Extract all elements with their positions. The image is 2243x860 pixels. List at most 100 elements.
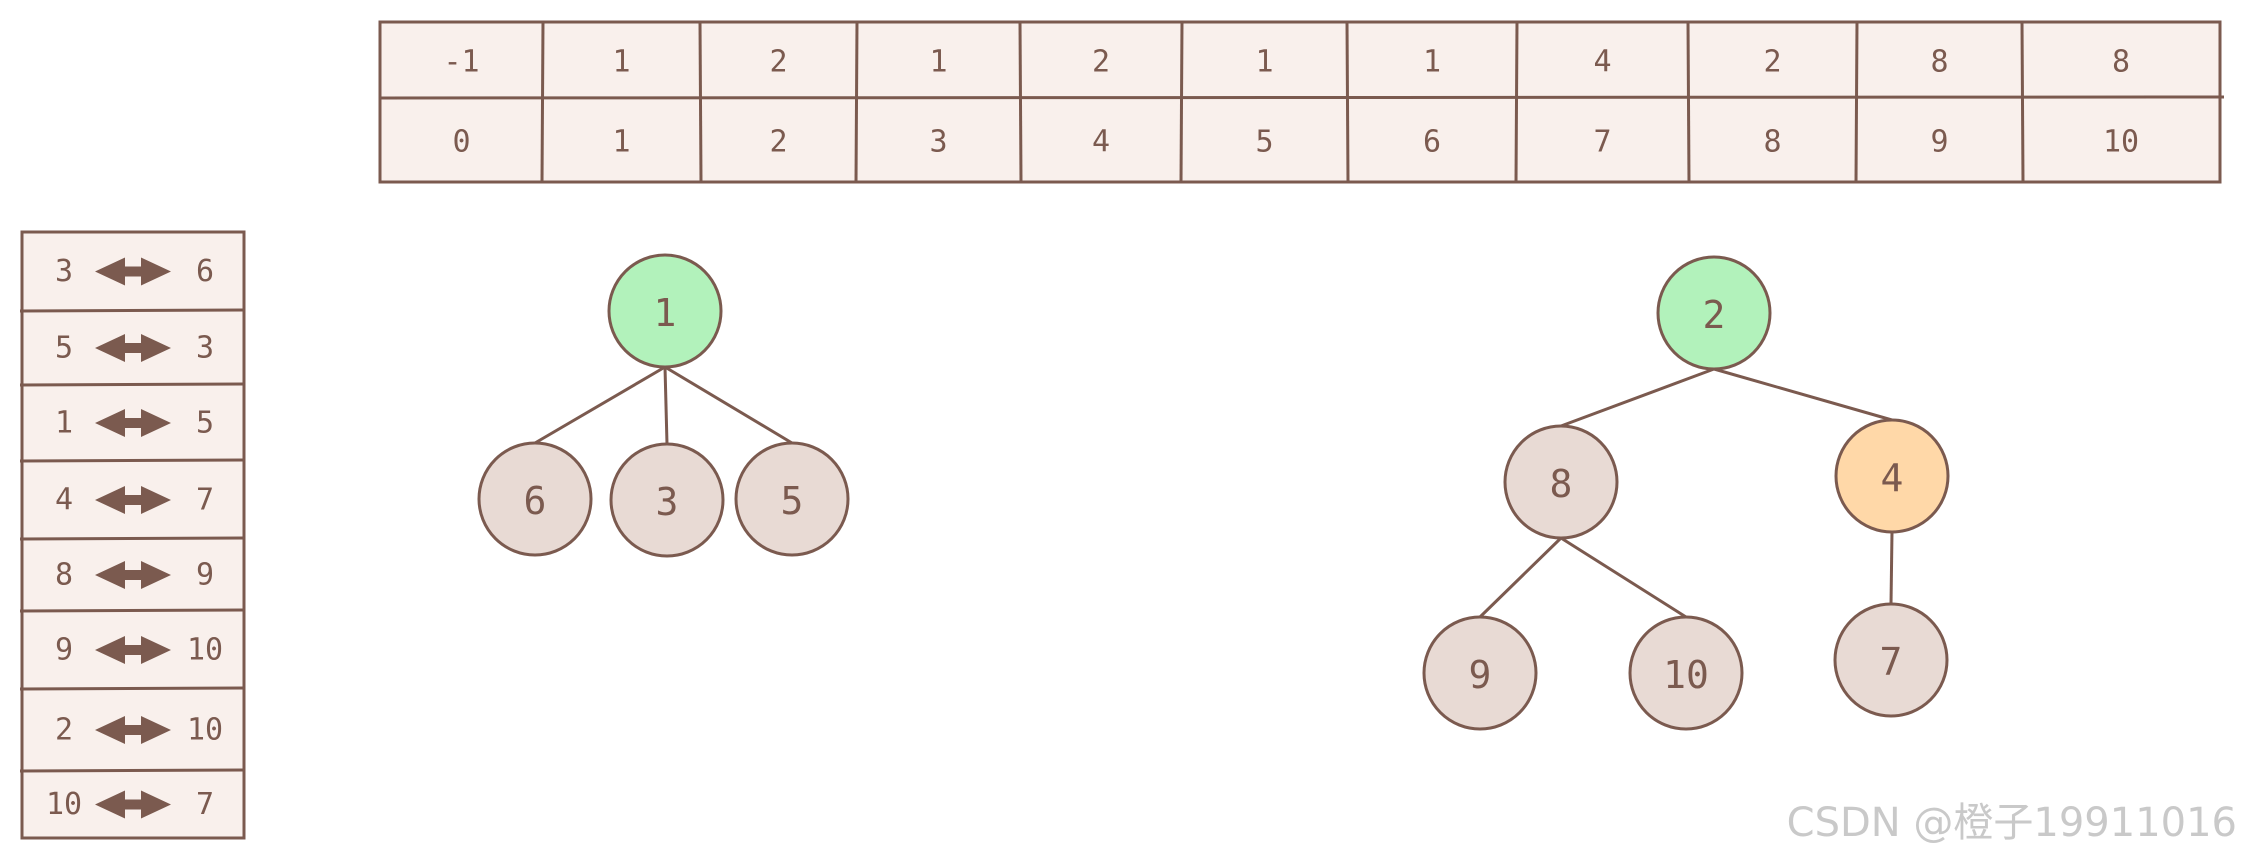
pair-row: 2 10 — [55, 713, 223, 748]
array-index-cell: 6 — [1423, 125, 1441, 160]
tree-edges — [534, 365, 1894, 619]
pair-divider — [19, 308, 245, 313]
pair-right-value: 10 — [187, 713, 223, 748]
array-index-cell: 5 — [1255, 125, 1273, 160]
pair-divider — [19, 458, 245, 463]
pair-row: 9 10 — [55, 633, 223, 668]
array-frame — [378, 20, 2222, 184]
array-col-divider — [1686, 21, 1691, 183]
watermark: CSDN @橙子19911016 — [1786, 800, 2237, 846]
double-arrow-icon — [95, 257, 171, 286]
array-col-divider — [1345, 21, 1350, 183]
pair-right-value: 10 — [187, 633, 223, 668]
tree-edge — [1889, 531, 1894, 605]
pair-left-value: 10 — [46, 787, 82, 822]
double-arrow-icon — [95, 790, 171, 819]
pair-left-value: 5 — [55, 331, 73, 366]
pair-list-frame — [20, 230, 246, 840]
tree-edge — [664, 365, 793, 445]
tree-node-circle — [609, 442, 725, 558]
array-col-divider — [1854, 21, 1859, 183]
array-index-cell: 9 — [1930, 125, 1948, 160]
array-col-divider — [1018, 21, 1023, 183]
pair-divider — [19, 608, 245, 613]
pair-left-value: 2 — [55, 713, 73, 748]
pair-divider — [19, 536, 245, 541]
array-value-cell: 1 — [1423, 45, 1441, 80]
array-value-cell: 1 — [1255, 45, 1273, 80]
tree-node-3: 3 — [609, 442, 725, 558]
tree-node-circle — [1833, 602, 1949, 718]
pair-divider — [19, 686, 245, 691]
array-index-cell: 8 — [1763, 125, 1781, 160]
tree-edge — [1560, 536, 1687, 619]
array-value-cell: 8 — [2112, 45, 2130, 80]
array-value-cell: -1 — [443, 45, 479, 80]
tree-node-circle — [607, 253, 723, 369]
tree-node-label: 6 — [524, 479, 547, 523]
pair-row: 10 7 — [46, 787, 214, 822]
array-index-cell: 4 — [1092, 125, 1110, 160]
pair-left-value: 4 — [55, 483, 73, 518]
tree-node-label: 4 — [1881, 456, 1904, 500]
array-value-cell: 1 — [929, 45, 947, 80]
tree-node-circle — [477, 441, 593, 557]
tree-node-label: 8 — [1550, 462, 1573, 506]
tree-edge — [1478, 536, 1563, 619]
array-index-cell: 7 — [1593, 125, 1611, 160]
pair-right-value: 7 — [196, 483, 214, 518]
pair-left-value: 8 — [55, 558, 73, 593]
array-index-cell: 10 — [2103, 125, 2139, 160]
tree-node-label: 9 — [1469, 653, 1492, 697]
pair-right-value: 5 — [196, 406, 214, 441]
tree-node-5: 5 — [734, 441, 850, 557]
array-value-cell: 8 — [1930, 45, 1948, 80]
pair-right-value: 7 — [196, 787, 214, 822]
tree-node-circle — [734, 441, 850, 557]
tree-edge — [1713, 367, 1893, 422]
tree-node-10: 10 — [1628, 615, 1744, 731]
pair-left-value: 9 — [55, 633, 73, 668]
tree-edge — [534, 365, 666, 445]
array-value-cell: 4 — [1593, 45, 1611, 80]
pair-left-value: 3 — [55, 254, 73, 289]
array-value-cell: 2 — [1092, 45, 1110, 80]
array-col-divider — [854, 21, 859, 183]
tree-node-7: 7 — [1833, 602, 1949, 718]
tree-edge — [663, 366, 669, 445]
tree-node-6: 6 — [477, 441, 593, 557]
pair-divider — [19, 768, 245, 773]
tree-node-circle — [1503, 424, 1619, 540]
array-col-divider — [1514, 21, 1519, 183]
double-arrow-icon — [95, 409, 171, 437]
array-index-cell: 1 — [612, 125, 630, 160]
double-arrow-icon — [95, 636, 171, 664]
tree-node-label: 5 — [781, 479, 804, 523]
tree-node-circle — [1422, 615, 1538, 731]
tree-node-4: 4 — [1834, 418, 1950, 534]
pair-right-value: 6 — [196, 254, 214, 289]
array-value-cell: 2 — [769, 45, 787, 80]
pair-divider — [19, 382, 245, 387]
array-col-divider — [2020, 21, 2025, 183]
tree-node-label: 7 — [1880, 640, 1903, 684]
pair-left-value: 1 — [55, 406, 73, 441]
pair-right-value: 3 — [196, 331, 214, 366]
array-value-cell: 1 — [612, 45, 630, 80]
tree-edge — [1560, 367, 1715, 428]
tree-node-label: 3 — [656, 480, 679, 524]
tree-node-9: 9 — [1422, 615, 1538, 731]
array-index-cell: 2 — [769, 125, 787, 160]
array-index-cell: 0 — [452, 125, 470, 160]
tree-node-8: 8 — [1503, 424, 1619, 540]
array-index-cell: 3 — [929, 125, 947, 160]
tree-node-circle — [1628, 615, 1744, 731]
